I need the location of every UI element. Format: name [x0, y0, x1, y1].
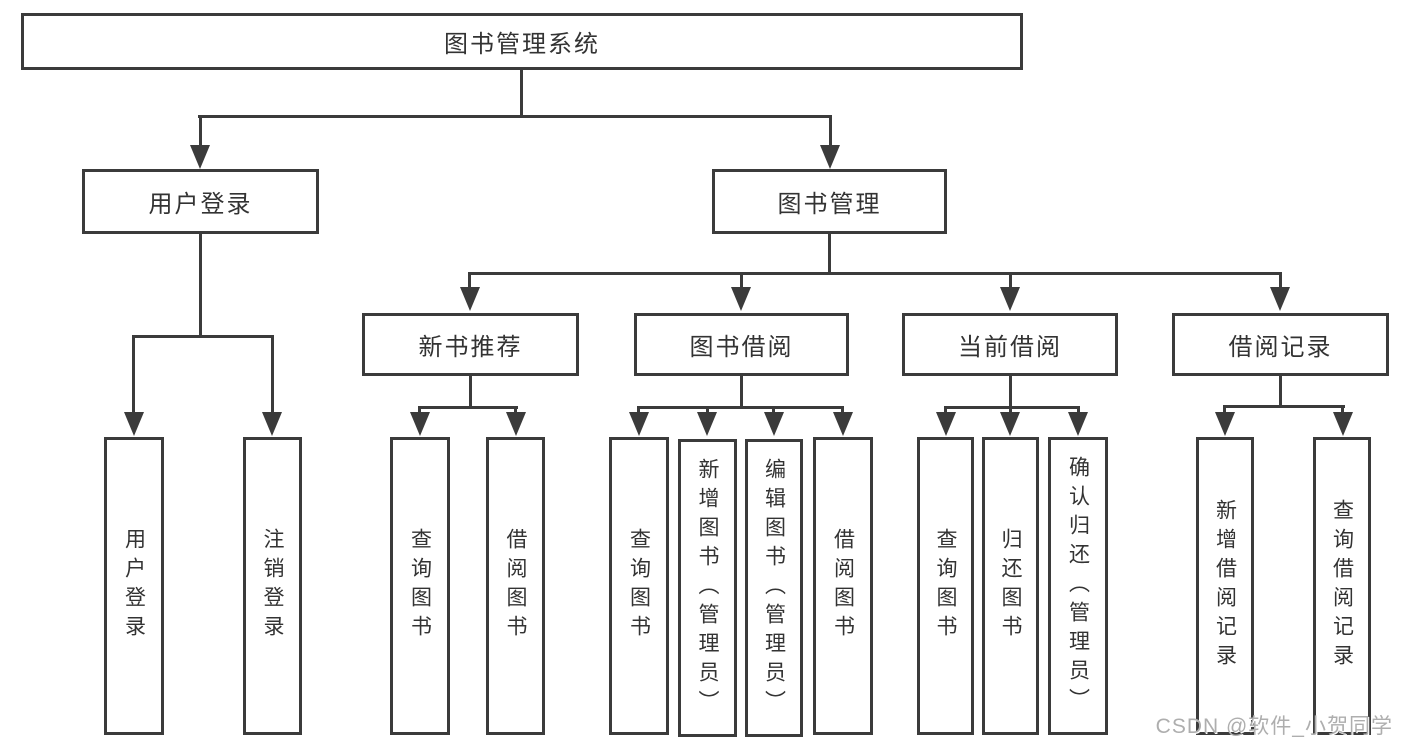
connector-stub: [1341, 406, 1344, 413]
leaf-query-borrow-record: 查询借阅记录: [1313, 437, 1371, 735]
arrowhead-down-icon: [833, 412, 853, 436]
connector-stub: [706, 407, 709, 413]
connector-root-stem: [520, 70, 523, 117]
leaf-confirm-return-admin: 确认归还（管理员）: [1048, 437, 1108, 735]
connector-login-stem: [199, 234, 202, 336]
node-user-login: 用户登录: [82, 169, 319, 234]
arrowhead-down-icon: [190, 145, 210, 169]
arrowhead-down-icon: [764, 412, 784, 436]
connector-root-horizontal: [198, 115, 832, 118]
connector-stub: [1223, 406, 1226, 413]
arrowhead-down-icon: [629, 412, 649, 436]
connector-borrow-horizontal: [637, 406, 844, 409]
connector-stub: [637, 407, 640, 413]
node-new-book-recommend: 新书推荐: [362, 313, 579, 376]
arrowhead-down-icon: [936, 412, 956, 436]
leaf-return-books: 归还图书: [982, 437, 1039, 735]
leaf-query-books-current: 查询图书: [917, 437, 974, 735]
arrowhead-down-icon: [506, 412, 526, 436]
connector-stub: [1009, 407, 1012, 413]
connector-stub: [1077, 407, 1080, 413]
connector-borrow-stem: [740, 376, 743, 408]
node-book-borrow: 图书借阅: [634, 313, 849, 376]
connector-stub: [1009, 273, 1012, 288]
arrowhead-down-icon: [1270, 287, 1290, 311]
node-book-management: 图书管理: [712, 169, 947, 234]
connector-current-stem: [1009, 376, 1012, 408]
csdn-watermark: CSDN @软件_小贺同学: [1155, 715, 1393, 738]
arrowhead-down-icon: [697, 412, 717, 436]
leaf-logout: 注销登录: [243, 437, 302, 735]
connector-stub: [199, 117, 202, 147]
connector-recommend-stem: [469, 376, 472, 408]
node-current-borrow: 当前借阅: [902, 313, 1118, 376]
node-library-management-system: 图书管理系统: [21, 13, 1023, 70]
arrowhead-down-icon: [820, 145, 840, 169]
arrowhead-down-icon: [124, 412, 144, 436]
arrowhead-down-icon: [1215, 412, 1235, 436]
connector-stub: [772, 407, 775, 413]
connector-stub: [418, 407, 421, 413]
connector-recommend-horizontal: [418, 406, 518, 409]
connector-stub: [829, 117, 832, 147]
connector-stub: [740, 273, 743, 288]
connector-login-horizontal: [132, 335, 274, 338]
connector-stub: [468, 273, 471, 288]
arrowhead-down-icon: [1000, 287, 1020, 311]
connector-records-horizontal: [1223, 405, 1345, 408]
leaf-user-login: 用户登录: [104, 437, 164, 735]
connector-mgmt-horizontal: [468, 272, 1282, 275]
leaf-add-books-admin: 新增图书（管理员）: [678, 439, 737, 737]
connector-current-horizontal: [944, 406, 1080, 409]
arrowhead-down-icon: [1068, 412, 1088, 436]
arrowhead-down-icon: [1000, 412, 1020, 436]
node-borrow-records: 借阅记录: [1172, 313, 1389, 376]
leaf-edit-books-admin: 编辑图书（管理员）: [745, 439, 803, 737]
connector-stub: [841, 407, 844, 413]
arrowhead-down-icon: [262, 412, 282, 436]
leaf-add-borrow-record: 新增借阅记录: [1196, 437, 1254, 735]
connector-stub: [271, 336, 274, 412]
leaf-borrow-books-recommend: 借阅图书: [486, 437, 545, 735]
arrowhead-down-icon: [460, 287, 480, 311]
leaf-borrow-books: 借阅图书: [813, 437, 873, 735]
connector-stub: [1279, 273, 1282, 288]
arrowhead-down-icon: [1333, 412, 1353, 436]
leaf-query-books-recommend: 查询图书: [390, 437, 450, 735]
arrowhead-down-icon: [731, 287, 751, 311]
connector-records-stem: [1279, 376, 1282, 407]
connector-stub: [944, 407, 947, 413]
arrowhead-down-icon: [410, 412, 430, 436]
connector-stub: [132, 336, 135, 412]
connector-stub: [514, 407, 517, 413]
leaf-query-books-borrow: 查询图书: [609, 437, 669, 735]
connector-mgmt-stem: [828, 234, 831, 273]
